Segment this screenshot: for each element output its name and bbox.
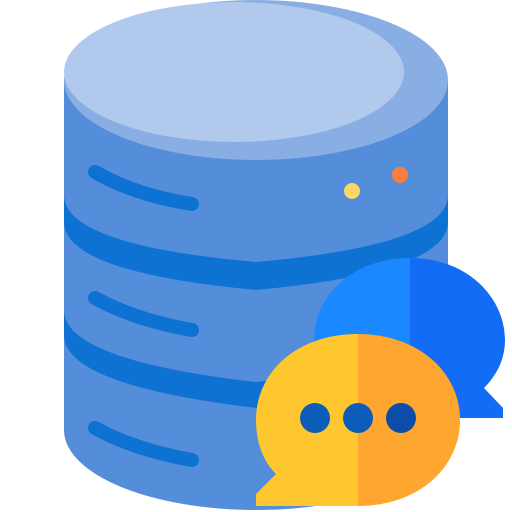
database-slot-1 <box>88 165 199 211</box>
front-speech-bubble <box>256 334 460 506</box>
database-band-upper <box>64 195 448 290</box>
typing-dot-1 <box>300 403 330 433</box>
database-slot-2 <box>88 291 199 337</box>
database-top-highlight <box>64 2 404 142</box>
chat-bubbles-icon <box>256 258 505 506</box>
typing-dot-3 <box>386 403 416 433</box>
led-yellow-icon <box>344 183 360 199</box>
database-slot-3 <box>88 421 199 467</box>
led-orange-icon <box>392 167 408 183</box>
typing-dot-2 <box>343 403 373 433</box>
